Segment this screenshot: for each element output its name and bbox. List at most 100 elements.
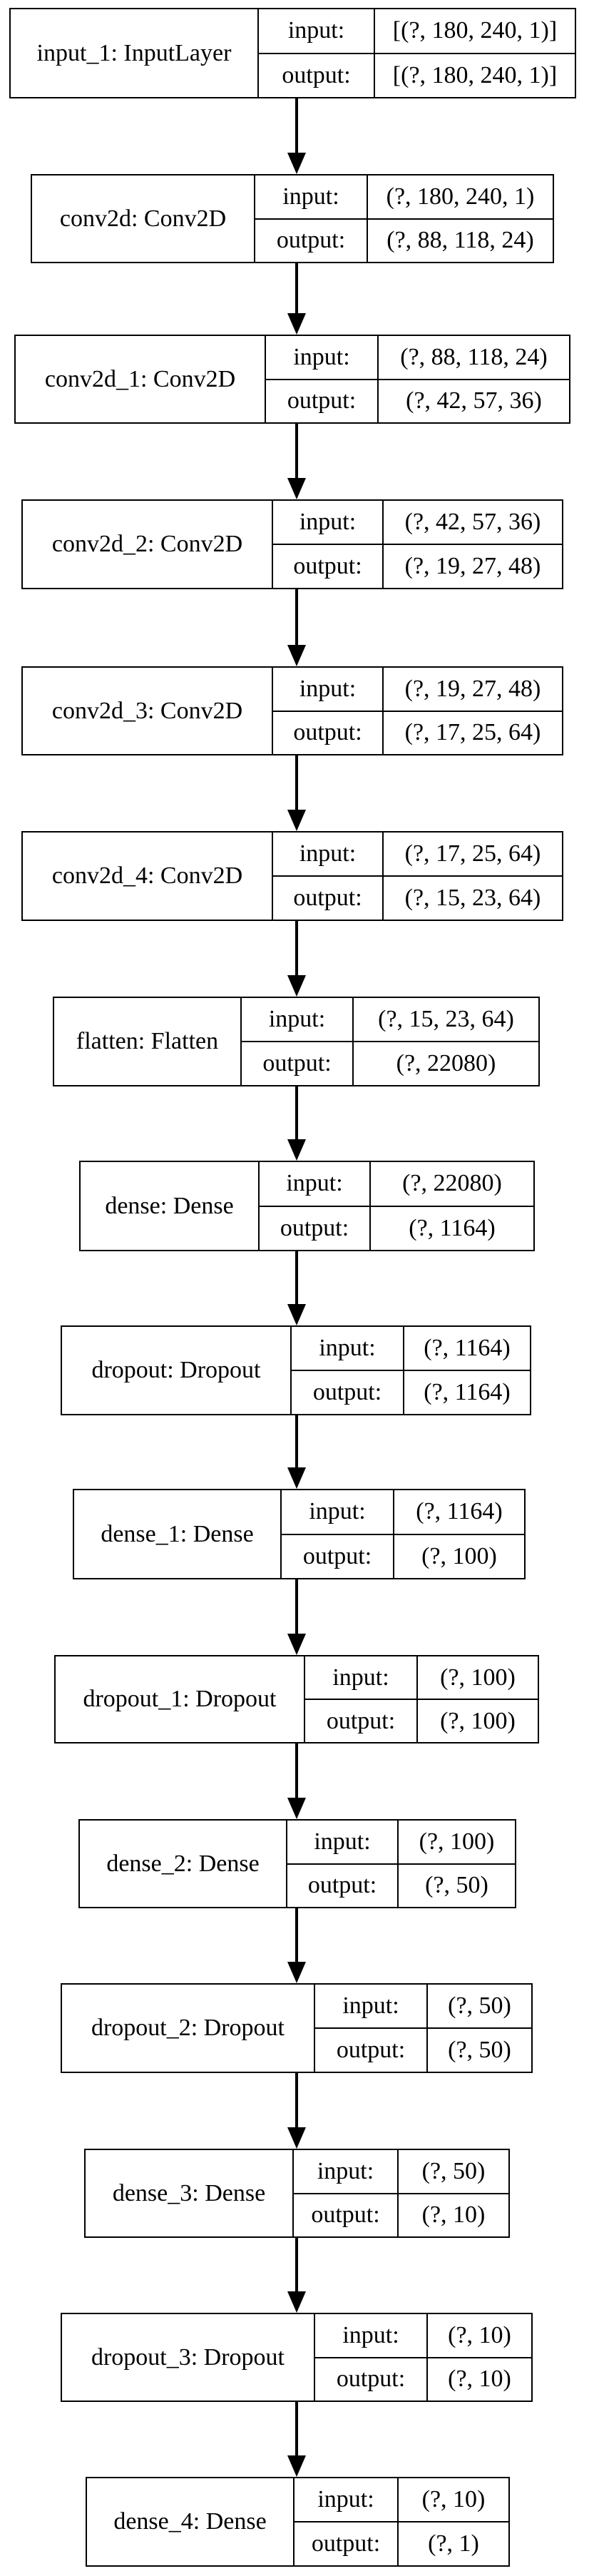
input-shape: (?, 15, 23, 64) bbox=[354, 998, 538, 1042]
input-label: input: bbox=[259, 9, 374, 54]
output-label: output: bbox=[293, 885, 362, 911]
io-labels: input: output: bbox=[287, 1821, 399, 1907]
layer-name: conv2d_4: Conv2D bbox=[23, 833, 273, 920]
output-shape: [(?, 180, 240, 1)] bbox=[392, 61, 558, 88]
io-values: (?, 10) (?, 1) bbox=[399, 2478, 508, 2565]
output-shape: (?, 1164) bbox=[409, 1214, 496, 1241]
io-labels: input: output: bbox=[315, 2314, 428, 2401]
output-shape: (?, 10) bbox=[448, 2366, 511, 2393]
io-labels: input: output: bbox=[292, 1327, 404, 1414]
arrow-head bbox=[287, 1467, 306, 1489]
output-label: output: bbox=[287, 387, 357, 414]
input-label: input: bbox=[242, 998, 352, 1042]
layer-node-input_1: input_1: InputLayer input: output: [(?, … bbox=[9, 8, 576, 98]
layer-node-conv2d_4: conv2d_4: Conv2D input: output: (?, 17, … bbox=[21, 831, 563, 921]
layer-name: conv2d_1: Conv2D bbox=[16, 336, 266, 422]
output-label: output: bbox=[282, 61, 351, 88]
io-values: (?, 22080) (?, 1164) bbox=[371, 1162, 533, 1250]
input-shape: (?, 50) bbox=[399, 2150, 508, 2194]
input-label: input: bbox=[294, 2150, 397, 2194]
io-labels: input: output: bbox=[273, 668, 384, 754]
layer-name: dense_1: Dense bbox=[74, 1490, 282, 1578]
input-shape: (?, 1164) bbox=[394, 1490, 524, 1535]
io-labels: input: output: bbox=[273, 833, 384, 920]
output-shape: (?, 1) bbox=[428, 2530, 479, 2557]
layer-node-conv2d: conv2d: Conv2D input: output: (?, 180, 2… bbox=[31, 174, 554, 263]
input-label: input: bbox=[315, 2314, 426, 2358]
io-labels: input: output: bbox=[266, 336, 379, 422]
input-label: input: bbox=[282, 1490, 393, 1535]
input-label: input: bbox=[292, 1327, 403, 1371]
layer-name: dropout: Dropout bbox=[62, 1327, 292, 1414]
layer-node-dense: dense: Dense input: output: (?, 22080) (… bbox=[79, 1161, 535, 1251]
io-values: (?, 50) (?, 50) bbox=[428, 1985, 531, 2072]
arrow-head bbox=[287, 810, 306, 831]
layer-node-conv2d_1: conv2d_1: Conv2D input: output: (?, 88, … bbox=[14, 335, 570, 424]
layer-name: flatten: Flatten bbox=[54, 998, 242, 1085]
output-label: output: bbox=[262, 1050, 332, 1076]
io-values: (?, 15, 23, 64) (?, 22080) bbox=[354, 998, 538, 1085]
input-label: input: bbox=[273, 668, 382, 712]
io-labels: input: output: bbox=[295, 2478, 399, 2565]
layer-name: conv2d_2: Conv2D bbox=[23, 501, 273, 588]
output-shape: (?, 100) bbox=[421, 1542, 497, 1569]
output-shape: (?, 10) bbox=[421, 2201, 486, 2229]
layer-name: dropout_1: Dropout bbox=[56, 1656, 305, 1742]
input-label: input: bbox=[273, 833, 382, 877]
layer-node-dense_2: dense_2: Dense input: output: (?, 100) (… bbox=[78, 1819, 516, 1908]
layer-node-flatten: flatten: Flatten input: output: (?, 15, … bbox=[53, 997, 540, 1086]
output-shape: (?, 88, 118, 24) bbox=[386, 227, 534, 254]
io-labels: input: output: bbox=[242, 998, 354, 1085]
output-shape: (?, 42, 57, 36) bbox=[406, 387, 542, 414]
output-label: output: bbox=[280, 1214, 349, 1241]
output-shape: (?, 50) bbox=[448, 2037, 511, 2063]
io-labels: input: output: bbox=[305, 1656, 418, 1742]
io-values: (?, 1164) (?, 100) bbox=[394, 1490, 524, 1578]
input-shape: (?, 180, 240, 1) bbox=[368, 175, 553, 220]
output-shape: (?, 50) bbox=[425, 1872, 488, 1899]
io-labels: input: output: bbox=[259, 9, 375, 97]
arrow-head bbox=[287, 478, 306, 499]
input-shape: (?, 17, 25, 64) bbox=[384, 833, 562, 877]
layer-name: conv2d_3: Conv2D bbox=[23, 668, 273, 754]
layer-node-conv2d_2: conv2d_2: Conv2D input: output: (?, 42, … bbox=[21, 499, 563, 589]
io-values: (?, 180, 240, 1) (?, 88, 118, 24) bbox=[368, 175, 553, 262]
layer-node-dropout: dropout: Dropout input: output: (?, 1164… bbox=[61, 1325, 531, 1415]
input-label: input: bbox=[260, 1162, 369, 1207]
io-values: (?, 1164) (?, 1164) bbox=[404, 1327, 530, 1414]
io-values: (?, 50) (?, 10) bbox=[399, 2150, 508, 2236]
input-shape: (?, 42, 57, 36) bbox=[384, 501, 562, 545]
arrow-head bbox=[287, 975, 306, 997]
io-values: (?, 100) (?, 100) bbox=[418, 1656, 538, 1742]
output-label: output: bbox=[302, 1542, 372, 1569]
arrow-head bbox=[287, 1139, 306, 1161]
arrow-head bbox=[287, 2455, 306, 2477]
arrow-head bbox=[287, 1304, 306, 1325]
output-label: output: bbox=[312, 1379, 382, 1405]
output-shape: (?, 17, 25, 64) bbox=[404, 719, 541, 746]
layer-node-dense_3: dense_3: Dense input: output: (?, 50) (?… bbox=[84, 2149, 510, 2238]
io-labels: input: output: bbox=[260, 1162, 371, 1250]
input-shape: (?, 19, 27, 48) bbox=[384, 668, 562, 712]
layer-name: dense_3: Dense bbox=[86, 2150, 294, 2236]
output-label: output: bbox=[307, 1872, 377, 1899]
output-shape: (?, 15, 23, 64) bbox=[404, 885, 541, 911]
arrow-head bbox=[287, 153, 306, 174]
layer-node-conv2d_3: conv2d_3: Conv2D input: output: (?, 19, … bbox=[21, 666, 563, 755]
layer-node-dropout_3: dropout_3: Dropout input: output: (?, 10… bbox=[61, 2313, 533, 2402]
io-values: (?, 88, 118, 24) (?, 42, 57, 36) bbox=[379, 336, 569, 422]
input-shape: (?, 100) bbox=[399, 1821, 515, 1865]
input-label: input: bbox=[305, 1656, 416, 1700]
output-label: output: bbox=[336, 2366, 406, 2393]
layer-name: dense: Dense bbox=[81, 1162, 260, 1250]
output-shape: (?, 1164) bbox=[424, 1379, 511, 1405]
output-label: output: bbox=[336, 2037, 406, 2063]
io-labels: input: output: bbox=[255, 175, 368, 262]
output-label: output: bbox=[293, 719, 362, 746]
output-label: output: bbox=[311, 2201, 380, 2229]
input-shape: (?, 22080) bbox=[371, 1162, 533, 1207]
io-labels: input: output: bbox=[273, 501, 384, 588]
arrow-head bbox=[287, 313, 306, 335]
